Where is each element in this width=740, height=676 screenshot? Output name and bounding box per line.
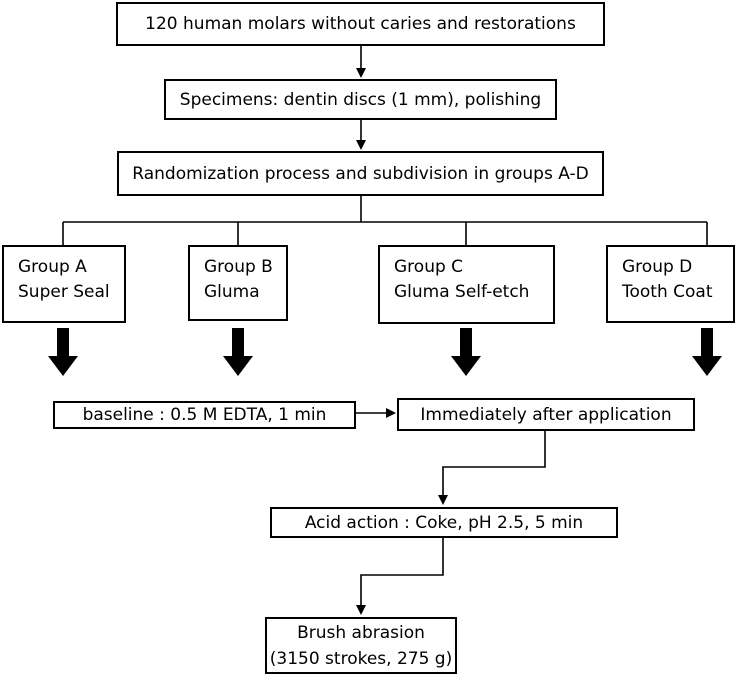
- step-specimens: Specimens: dentin discs (1 mm), polishin…: [164, 79, 557, 120]
- group-d-box: Group D Tooth Coat: [606, 245, 735, 323]
- arrow-acid-to-brush: [356, 538, 444, 615]
- baseline-measurement: baseline : 0.5 M EDTA, 1 min: [53, 401, 356, 429]
- group-a-name: Group A: [18, 257, 87, 277]
- after-application-measurement: Immediately after application: [397, 398, 695, 431]
- thick-arrow-group-c: [451, 328, 481, 376]
- brush-abrasion-title: Brush abrasion: [297, 622, 425, 643]
- group-c-material: Gluma Self-etch: [394, 282, 530, 302]
- group-b-box: Group B Gluma: [188, 245, 288, 321]
- group-a-material: Super Seal: [18, 282, 110, 302]
- group-b-name: Group B: [204, 257, 273, 277]
- thick-arrow-group-a: [48, 328, 78, 376]
- group-b-material: Gluma: [204, 282, 260, 302]
- thick-arrow-group-b: [223, 328, 253, 376]
- group-a-box: Group A Super Seal: [2, 245, 126, 323]
- arrow-after-to-acid: [438, 431, 546, 505]
- step-molars: 120 human molars without caries and rest…: [116, 2, 605, 46]
- brush-abrasion-detail: (3150 strokes, 275 g): [269, 648, 453, 669]
- thick-arrow-group-d: [692, 328, 722, 376]
- step-randomization: Randomization process and subdivision in…: [117, 151, 604, 196]
- group-c-name: Group C: [394, 257, 464, 277]
- group-d-name: Group D: [622, 257, 693, 277]
- group-d-material: Tooth Coat: [622, 282, 713, 302]
- acid-action: Acid action : Coke, pH 2.5, 5 min: [270, 507, 618, 538]
- brush-abrasion: Brush abrasion (3150 strokes, 275 g): [265, 617, 457, 674]
- group-c-box: Group C Gluma Self-etch: [378, 245, 555, 324]
